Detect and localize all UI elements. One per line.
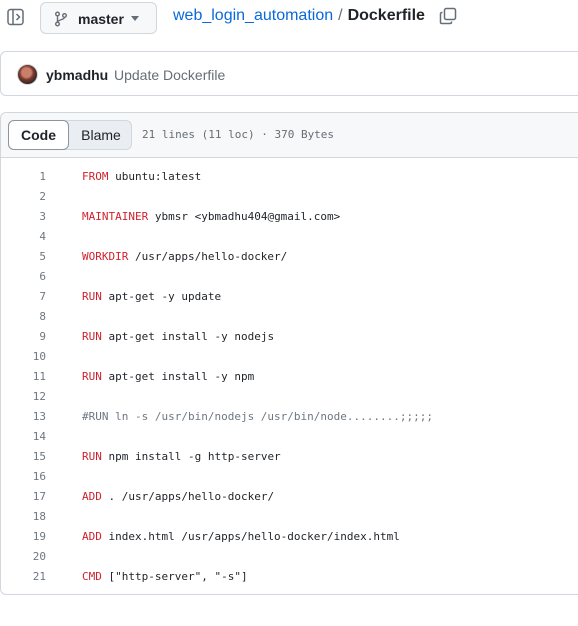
code-text: apt-get install -y npm [101,370,255,383]
tab-blame[interactable]: Blame [81,127,121,143]
code-line: 8 [1,307,578,327]
latest-commit-bar: ybmadhu Update Dockerfile [0,51,578,96]
code-keyword: RUN [82,450,102,463]
code-keyword: FROM [82,170,109,183]
code-lines: 1 FROM ubuntu:latest 2 3 MAINTAINER ybmsr <y… [1,167,578,587]
line-number[interactable]: 1 [39,170,46,183]
code-text: apt-get install -y nodejs [101,330,275,343]
view-toggle: Code Blame [8,120,132,150]
code-keyword: RUN [82,370,102,383]
line-number[interactable]: 13 [32,410,46,423]
line-content: ADD . /usr/apps/hello-docker/ [82,487,274,507]
breadcrumb-repo-link[interactable]: web_login_automation [173,7,334,24]
code-line: 7 RUN apt-get -y update [1,287,578,307]
code-line: 15 RUN npm install -g http-server [1,447,578,467]
code-line: 1 FROM ubuntu:latest [1,167,578,187]
line-content: CMD ["http-server", "-s"] [82,567,248,587]
code-text: ["http-server", "-s"] [101,570,248,583]
commit-author-link[interactable]: ybmadhu [46,67,109,83]
code-line: 18 [1,507,578,527]
code-keyword: RUN [82,330,102,343]
line-content: ADD index.html /usr/apps/hello-docker/in… [82,527,400,547]
code-text: apt-get -y update [101,290,222,303]
file-topbar: master web_login_automation/Dockerfile [0,0,578,36]
line-number[interactable]: 5 [39,250,46,263]
line-content: #RUN ln -s /usr/bin/nodejs /usr/bin/node… [82,407,433,427]
breadcrumb-separator: / [338,7,343,24]
line-number[interactable]: 6 [39,270,46,283]
code-keyword: ADD [82,530,102,543]
line-number[interactable]: 9 [39,330,46,343]
avatar[interactable] [17,64,38,85]
file-info: 21 lines (11 loc) · 370 Bytes [142,128,335,141]
line-number[interactable]: 10 [32,350,46,363]
code-line: 5 WORKDIR /usr/apps/hello-docker/ [1,247,578,267]
line-number[interactable]: 18 [32,510,46,523]
line-number[interactable]: 16 [32,470,46,483]
line-number[interactable]: 21 [32,570,46,583]
code-keyword: MAINTAINER [82,210,149,223]
code-text: ubuntu:latest [108,170,202,183]
line-number[interactable]: 7 [39,290,46,303]
code-comment: #RUN ln -s /usr/bin/nodejs /usr/bin/node… [82,410,433,423]
line-content: WORKDIR /usr/apps/hello-docker/ [82,247,287,267]
line-number[interactable]: 11 [32,370,46,383]
code-line: 14 [1,427,578,447]
breadcrumb-file-name: Dockerfile [347,7,425,24]
line-content: FROM ubuntu:latest [82,167,201,187]
code-line: 16 [1,467,578,487]
code-line: 21 CMD ["http-server", "-s"] [1,567,578,587]
branch-selector-button[interactable]: master [40,2,157,34]
code-line: 6 [1,267,578,287]
line-number[interactable]: 3 [39,210,46,223]
line-number[interactable]: 19 [32,530,46,543]
code-text: /usr/apps/hello-docker/ [128,250,288,263]
sidebar-expand-icon[interactable] [6,7,26,27]
line-number[interactable]: 2 [39,190,46,203]
line-number[interactable]: 8 [39,310,46,323]
code-text: . /usr/apps/hello-docker/ [101,490,275,503]
git-branch-icon [54,11,68,27]
code-line: 2 [1,187,578,207]
code-keyword: WORKDIR [82,250,129,263]
tab-code[interactable]: Code [8,120,69,150]
code-keyword: RUN [82,290,102,303]
line-number[interactable]: 15 [32,450,46,463]
code-keyword: CMD [82,570,102,583]
file-viewer: Code Blame 21 lines (11 loc) · 370 Bytes… [0,112,578,595]
code-line: 11 RUN apt-get install -y npm [1,367,578,387]
line-content: RUN apt-get -y update [82,287,221,307]
code-line: 9 RUN apt-get install -y nodejs [1,327,578,347]
line-content: RUN apt-get install -y npm [82,367,254,387]
line-number[interactable]: 17 [32,490,46,503]
code-line: 13 #RUN ln -s /usr/bin/nodejs /usr/bin/no… [1,407,578,427]
code-text: npm install -g http-server [101,450,281,463]
triangle-down-icon [131,16,139,21]
code-line: 19 ADD index.html /usr/apps/hello-docker/… [1,527,578,547]
code-line: 17 ADD . /usr/apps/hello-docker/ [1,487,578,507]
line-number[interactable]: 12 [32,390,46,403]
line-content: MAINTAINER ybmsr <ybmadhu404@gmail.com> [82,207,340,227]
line-content: RUN apt-get install -y nodejs [82,327,274,347]
commit-message-link[interactable]: Update Dockerfile [114,67,226,83]
line-number[interactable]: 4 [39,230,46,243]
line-number[interactable]: 14 [32,430,46,443]
code-line: 12 [1,387,578,407]
code-line: 4 [1,227,578,247]
code-text: index.html /usr/apps/hello-docker/index.… [101,530,400,543]
line-content: RUN npm install -g http-server [82,447,281,467]
branch-name: master [78,11,124,27]
breadcrumb: web_login_automation/Dockerfile [173,7,425,25]
code-line: 3 MAINTAINER ybmsr <ybmadhu404@gmail.com> [1,207,578,227]
code-text: ybmsr <ybmadhu404@gmail.com> [148,210,341,223]
copy-icon[interactable] [439,7,457,25]
line-number[interactable]: 20 [32,550,46,563]
file-header: Code Blame 21 lines (11 loc) · 370 Bytes [1,113,578,158]
code-line: 20 [1,547,578,567]
code-keyword: ADD [82,490,102,503]
code-line: 10 [1,347,578,367]
